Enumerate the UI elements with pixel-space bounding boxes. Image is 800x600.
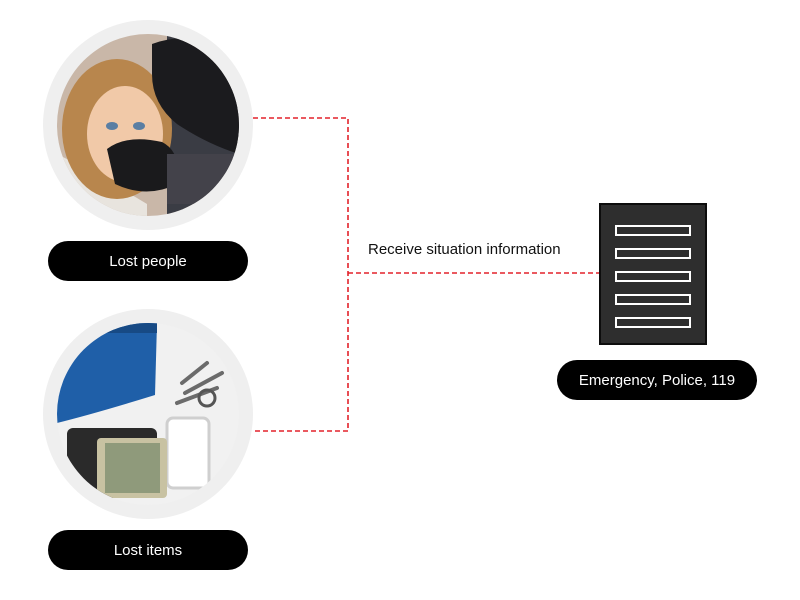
server-icon <box>599 203 707 345</box>
lost-people-label: Lost people <box>48 241 248 281</box>
lost-items-text: Lost items <box>113 541 183 559</box>
lost-items-photo <box>57 323 239 505</box>
server-slot <box>615 225 691 236</box>
lost-items-label: Lost items <box>48 530 248 570</box>
server-slot <box>615 317 691 328</box>
connector-lost-people <box>253 117 349 432</box>
receiver-label: Emergency, Police, 119 <box>557 360 757 400</box>
lost-people-photo-frame <box>43 20 253 230</box>
lost-people-text: Lost people <box>109 252 187 270</box>
flow-label: Receive situation information <box>368 241 561 258</box>
receiver-text: Emergency, Police, 119 <box>578 371 736 389</box>
lost-items-photo-frame <box>43 309 253 519</box>
server-slot <box>615 248 691 259</box>
server-slot <box>615 271 691 282</box>
lost-person-photo <box>57 34 239 216</box>
server-slot <box>615 294 691 305</box>
